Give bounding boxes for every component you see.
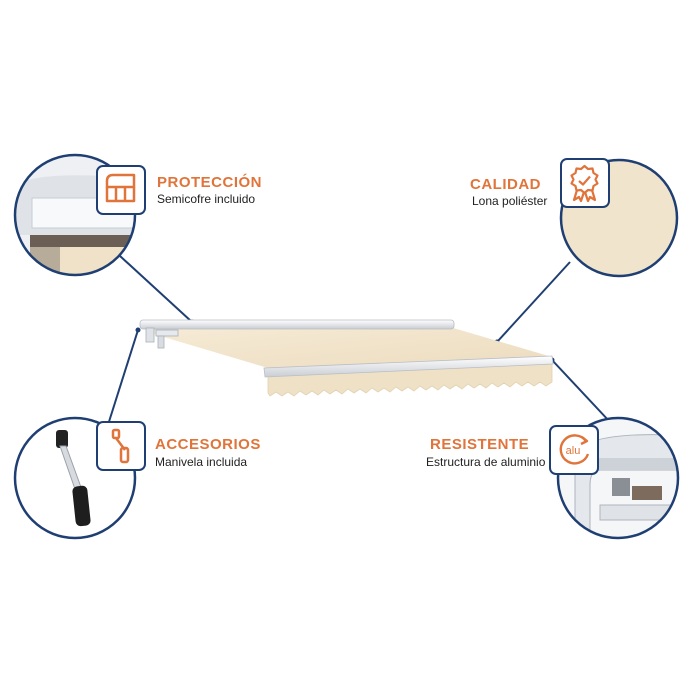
proteccion-title: PROTECCIÓN	[157, 174, 263, 191]
calidad-title: CALIDAD	[470, 176, 541, 193]
alu-icon-label: alu	[566, 445, 581, 457]
crank-handle-icon	[96, 421, 146, 471]
leader-lines	[106, 255, 611, 429]
alu-icon: alu	[549, 425, 599, 475]
semi-cassette-icon	[96, 165, 146, 215]
accesorios-subtitle: Manivela incluida	[155, 455, 248, 469]
resistente-title: RESISTENTE	[430, 436, 530, 453]
proteccion-subtitle: Semicofre incluido	[157, 192, 256, 206]
awning-illustration	[139, 319, 554, 397]
quality-rosette-icon	[560, 158, 610, 208]
resistente-subtitle: Estructura de aluminio	[426, 455, 546, 469]
accesorios-title: ACCESORIOS	[155, 436, 261, 453]
calidad-subtitle: Lona poliéster	[472, 194, 548, 208]
